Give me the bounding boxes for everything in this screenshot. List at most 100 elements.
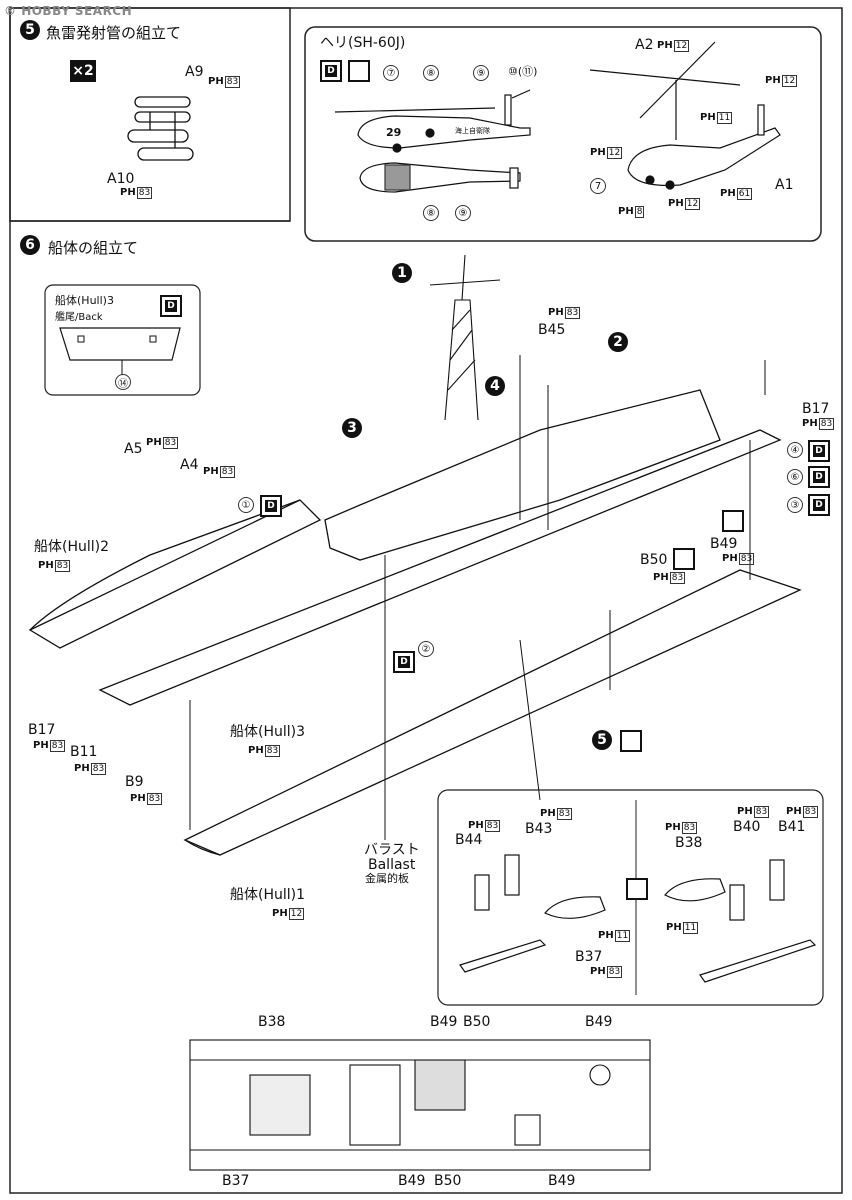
part-b40-label: B40	[733, 819, 761, 835]
callout-1: ①	[238, 497, 254, 513]
part-b45-label: B45	[538, 322, 566, 338]
deck-bottom-b50: B50	[434, 1173, 462, 1189]
deck-bottom-b49-a: B49	[398, 1173, 426, 1189]
step6-number-badge: 6	[20, 235, 40, 255]
part-a9-label: A9	[185, 64, 204, 80]
part-a10-label: A10	[107, 171, 135, 187]
deck-bottom-b49-b: B49	[548, 1173, 576, 1189]
boats-paint-h-icon	[626, 878, 648, 900]
substep-5-badge: 5	[592, 730, 612, 750]
b50-paint-icon	[673, 548, 695, 570]
inset-subtitle: 艦尾/Back	[55, 312, 103, 323]
part-b11-label: B11	[70, 744, 98, 760]
part-a2-label: A2	[635, 37, 654, 53]
callout-1-paint-d: D	[260, 495, 282, 517]
step6-title: 船体の組立て	[48, 239, 139, 257]
part-b38-label: B38	[675, 835, 703, 851]
callout-2-paint-d: D	[393, 651, 415, 673]
paint-h-icon	[348, 60, 370, 82]
heli-callout-9: ⑨	[473, 65, 489, 81]
step5-title: 魚雷発射管の組立て	[46, 24, 182, 42]
inset-callout-14: ⑭	[115, 374, 131, 390]
right-callout-3: ③	[787, 497, 803, 513]
part-b17-right-label: B17	[802, 401, 830, 417]
inset-title: 船体(Hull)3	[55, 294, 114, 307]
heli-callout-10-11: ⑩(⑪)	[508, 65, 538, 78]
ballast-jp-label: バラスト	[364, 842, 420, 858]
heli-callout-7-b: 7	[590, 178, 606, 194]
part-a5-label: A5	[124, 441, 143, 457]
heli-bottom-callout-8: ⑧	[423, 205, 439, 221]
inset-paint-d-icon: D	[160, 295, 182, 317]
registered-mark: ®	[4, 4, 17, 18]
right-paint-d-3: D	[808, 494, 830, 516]
paint-d-icon: D	[320, 60, 342, 82]
callout-2: ②	[418, 641, 434, 657]
heli-callout-7: ⑦	[383, 65, 399, 81]
part-b37-label: B37	[575, 949, 603, 965]
substep-1-badge: 1	[392, 263, 412, 283]
b49-paint-icon	[722, 510, 744, 532]
part-b9-label: B9	[125, 774, 144, 790]
deck-bottom-b37: B37	[222, 1173, 250, 1189]
part-b50-label: B50	[640, 552, 668, 568]
heli-callout-8: ⑧	[423, 65, 439, 81]
right-callout-6: ⑥	[787, 469, 803, 485]
part-a4-label: A4	[180, 457, 199, 473]
heli-side-text: 海上自衛隊	[455, 127, 490, 135]
heli-side-number: 29	[386, 126, 402, 139]
substep-4-badge: 4	[485, 376, 505, 396]
right-paint-d-4: D	[808, 440, 830, 462]
hull2-label: 船体(Hull)2	[34, 539, 110, 555]
deck-top-b50: B50	[463, 1014, 491, 1030]
right-paint-d-6: D	[808, 466, 830, 488]
right-callout-4: ④	[787, 442, 803, 458]
hull3-label: 船体(Hull)3	[230, 724, 306, 740]
watermark-logo: ® HOBBY SEARCH	[4, 4, 132, 18]
multiplier-badge: ×2	[70, 60, 96, 82]
deck-top-b49-a: B49	[430, 1014, 458, 1030]
ballast-sub-label: 金属的板	[365, 872, 409, 885]
deck-top-b49-b: B49	[585, 1014, 613, 1030]
hull1-label: 船体(Hull)1	[230, 887, 306, 903]
heli-bottom-callout-9: ⑨	[455, 205, 471, 221]
substep-3-badge: 3	[342, 418, 362, 438]
substep-5-paint-icon	[620, 730, 642, 752]
part-b49-label: B49	[710, 536, 738, 552]
substep-2-badge: 2	[608, 332, 628, 352]
part-b41-label: B41	[778, 819, 806, 835]
part-b17-left-label: B17	[28, 722, 56, 738]
deck-top-b38: B38	[258, 1014, 286, 1030]
part-b44-label: B44	[455, 832, 483, 848]
part-a1-label: A1	[775, 177, 794, 193]
